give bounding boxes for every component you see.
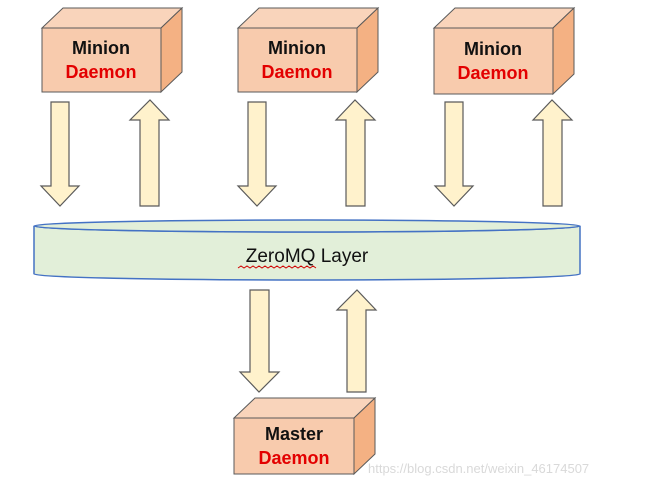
arrow-up-minion-1 [128, 99, 171, 207]
minion-1-title: Minion [72, 38, 130, 58]
minion-3-subtitle: Daemon [457, 63, 528, 83]
watermark-url: https://blog.csdn.net/weixin_46174507 [368, 461, 590, 476]
minion-box-1: Minion Daemon [40, 6, 184, 94]
minion-3-title: Minion [464, 39, 522, 59]
arrow-up-master [335, 289, 378, 393]
minion-2-subtitle: Daemon [261, 62, 332, 82]
master-box: Master Daemon [232, 396, 377, 476]
arrow-down-master [238, 289, 281, 393]
minion-box-2: Minion Daemon [236, 6, 380, 94]
zeromq-layer-label: ZeroMQ Layer [246, 246, 369, 267]
minion-2-title: Minion [268, 38, 326, 58]
minion-box-3: Minion Daemon [432, 6, 576, 96]
spellcheck-underline [237, 265, 317, 269]
zeromq-layer: ZeroMQ Layer [33, 219, 581, 281]
arrow-down-minion-2 [236, 101, 278, 207]
minion-1-subtitle: Daemon [65, 62, 136, 82]
arrow-up-minion-3 [531, 99, 574, 207]
arrow-down-minion-1 [39, 101, 81, 207]
master-title: Master [265, 424, 323, 444]
arrow-up-minion-2 [334, 99, 377, 207]
master-subtitle: Daemon [258, 448, 329, 468]
arrow-down-minion-3 [433, 101, 475, 207]
